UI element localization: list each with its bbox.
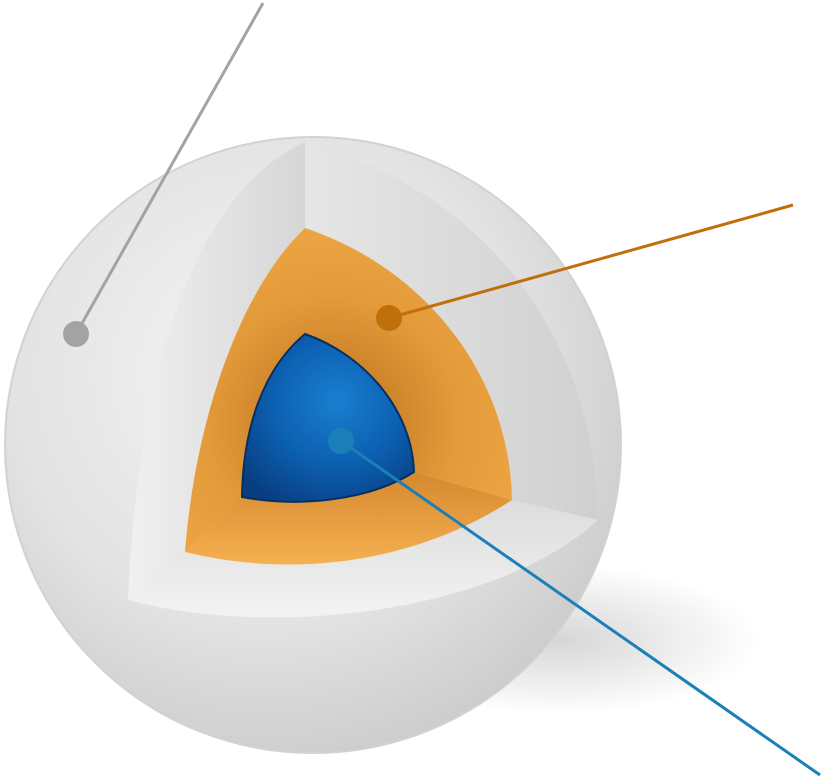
middle-layer-pointer-dot [376,305,402,331]
core-pointer-dot [328,428,354,454]
outer-shell-pointer-dot [63,321,89,347]
